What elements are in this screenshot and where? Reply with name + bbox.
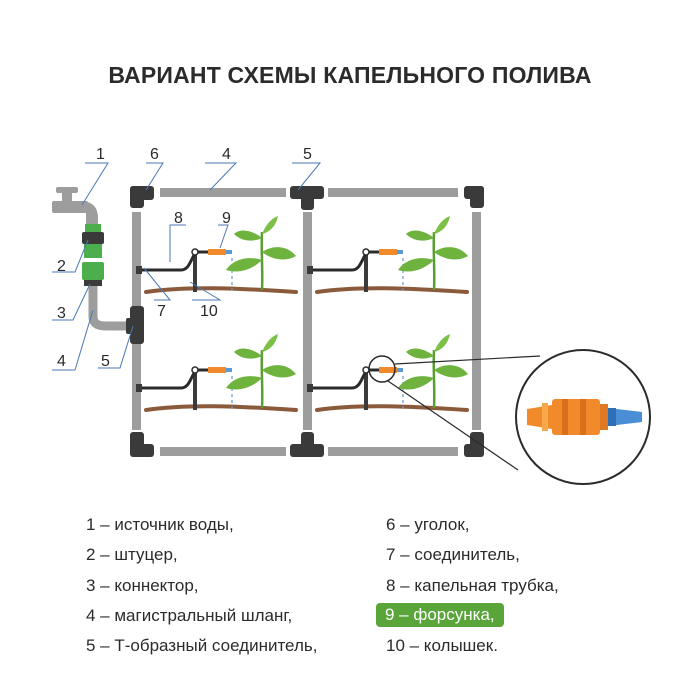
plant-icon: [224, 214, 298, 292]
legend-item-9-highlighted: 9 – форсунка,: [376, 603, 504, 627]
page-title: ВАРИАНТ СХЕМЫ КАПЕЛЬНОГО ПОЛИВА: [108, 62, 592, 88]
main-pipe-grid: [132, 188, 481, 456]
zoom-marker-circle: [368, 355, 396, 383]
fitting-icon: [82, 224, 104, 258]
legend-item-10: 10 – колышек.: [386, 636, 498, 655]
connector-7-mark: [136, 266, 142, 274]
callout-4b: 4: [222, 146, 231, 163]
pipe-fittings: [126, 186, 484, 457]
callout-3: 3: [57, 305, 66, 322]
callout-1: 1: [96, 146, 105, 163]
callout-2: 2: [57, 258, 66, 275]
callout-8: 8: [174, 210, 183, 227]
connector-7-mark: [307, 266, 313, 274]
legend-item-2: 2 – штуцер,: [86, 545, 178, 564]
callout-5: 5: [101, 353, 110, 370]
connector-7-mark: [307, 384, 313, 392]
main-hose: [88, 286, 128, 331]
legend-item-3: 3 – коннектор,: [86, 576, 199, 595]
legend-item-8: 8 – капельная трубка,: [386, 576, 559, 595]
callout-5b: 5: [303, 146, 312, 163]
connector-7-mark: [136, 384, 142, 392]
legend-item-6: 6 – уголок,: [386, 515, 470, 534]
callout-4: 4: [57, 353, 66, 370]
plant-icon: [396, 214, 470, 292]
legend-item-5: 5 – Т-образный соединитель,: [86, 636, 318, 655]
plant-icon: [224, 332, 298, 410]
leader-lines: [52, 162, 322, 371]
callout-7: 7: [157, 303, 166, 320]
legend-item-1: 1 – источник воды,: [86, 515, 234, 534]
callout-10: 10: [200, 303, 218, 320]
callout-6: 6: [150, 146, 159, 163]
connector-icon: [82, 262, 104, 286]
legend-item-7: 7 – соединитель,: [386, 545, 520, 564]
callout-9: 9: [222, 210, 231, 227]
legend-item-4: 4 – магистральный шланг,: [86, 606, 293, 625]
plant-icon: [396, 332, 470, 410]
faucet-icon: [52, 187, 98, 224]
nozzle-closeup: [515, 349, 651, 485]
